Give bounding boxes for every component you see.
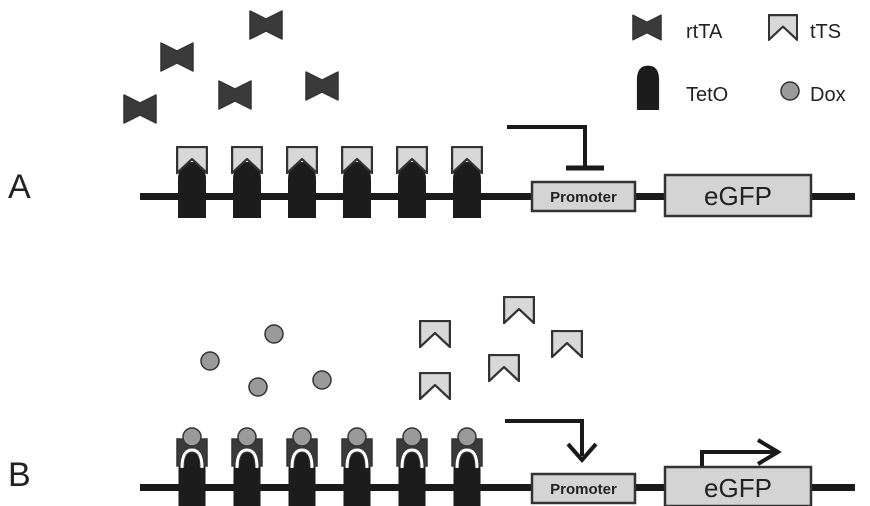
bound-rtta-icon (341, 427, 373, 469)
free-tts-icon (419, 320, 451, 348)
teto-array (178, 451, 481, 506)
bound-rtta-dox-array (176, 427, 483, 469)
egfp-label: eGFP (704, 181, 772, 211)
free-rtta-icon (305, 71, 339, 101)
promoter-box (530, 472, 637, 505)
free-dox-icon (248, 377, 268, 397)
legend-rtta-icon (632, 14, 662, 41)
activation-arrowhead-icon (566, 442, 598, 464)
free-tts-icon (503, 296, 535, 324)
teto-icon (453, 162, 481, 218)
teto-icon (178, 162, 206, 218)
bound-dox-icon (402, 427, 422, 447)
egfp-gene-box (663, 465, 813, 506)
free-dox-icon (200, 351, 220, 371)
panel-a: A Promoter (8, 10, 855, 218)
bound-tts-array (176, 146, 483, 174)
transcription-line (700, 450, 775, 466)
teto-icon (398, 162, 426, 218)
legend-dox-label: Dox (810, 84, 846, 106)
free-dox-icon (312, 370, 332, 390)
bound-dox-icon (237, 427, 257, 447)
panel-a-label: A (8, 168, 31, 206)
teto-icon (288, 162, 316, 218)
legend-teto-label: TetO (686, 84, 728, 106)
legend-tts-label: tTS (810, 21, 841, 43)
bound-rtta-icon (286, 427, 318, 469)
repression-line (507, 125, 587, 168)
promoter-label: Promoter (550, 189, 617, 206)
free-tts-icon (488, 354, 520, 382)
free-rtta-icon (123, 94, 157, 124)
free-rtta-icon (249, 10, 283, 40)
teto-icon (233, 162, 261, 218)
free-dox-icon (264, 324, 284, 344)
panel-b: B (8, 296, 855, 506)
legend-teto-icon (636, 65, 660, 110)
bound-dox-icon (182, 427, 202, 447)
promoter-label: Promoter (550, 481, 617, 498)
bound-dox-icon (457, 427, 477, 447)
legend-rtta-label: rtTA (686, 21, 723, 43)
free-rtta-icon (160, 42, 194, 72)
bound-rtta-icon (451, 427, 483, 469)
transcription-arrowhead-icon (756, 438, 782, 466)
activation-line (505, 419, 584, 456)
legend: rtTA tTS TetO Dox (632, 14, 846, 110)
bound-rtta-icon (231, 427, 263, 469)
free-tts-icon (419, 372, 451, 400)
egfp-gene-box (663, 173, 813, 218)
promoter-box (530, 180, 637, 213)
bound-rtta-icon (176, 427, 208, 469)
teto-array (178, 162, 481, 218)
dna-strand (140, 484, 855, 491)
bound-rtta-icon (396, 427, 428, 469)
teto-icon (343, 162, 371, 218)
bound-dox-icon (292, 427, 312, 447)
dna-strand (140, 193, 855, 200)
legend-dox-icon (780, 81, 800, 101)
panel-b-label: B (8, 456, 31, 494)
bound-dox-icon (347, 427, 367, 447)
legend-tts-icon (768, 14, 798, 41)
free-tts-icon (551, 330, 583, 358)
egfp-label: eGFP (704, 473, 772, 503)
free-rtta-icon (218, 80, 252, 110)
